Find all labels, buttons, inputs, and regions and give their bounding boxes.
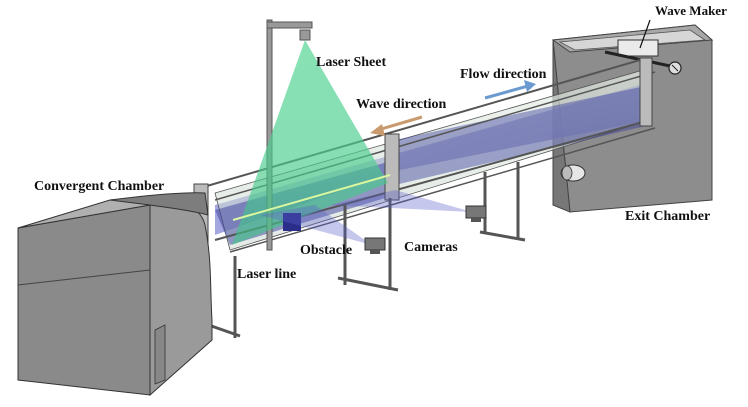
label-flow-direction: Flow direction bbox=[460, 67, 547, 82]
label-wave-direction: Wave direction bbox=[356, 97, 447, 112]
wave-direction-arrow bbox=[370, 115, 423, 136]
wave-maker bbox=[604, 19, 682, 75]
label-wave-maker: Wave Maker bbox=[655, 3, 727, 18]
laser-line bbox=[232, 174, 391, 221]
label-exit-chamber: Exit Chamber bbox=[625, 209, 711, 224]
laser-sheet bbox=[232, 40, 388, 245]
flow-direction-arrow bbox=[484, 80, 536, 100]
label-convergent-chamber: Convergent Chamber bbox=[34, 179, 165, 194]
camera-beam-2 bbox=[330, 190, 472, 212]
camera-beam-1 bbox=[260, 205, 372, 245]
convergent-chamber bbox=[17, 192, 213, 397]
label-laser-line: Laser line bbox=[237, 267, 297, 282]
label-obstacle: Obstacle bbox=[300, 243, 353, 258]
camera-icon-1 bbox=[364, 237, 386, 254]
camera-icon-2 bbox=[465, 205, 487, 222]
label-laser-sheet: Laser Sheet bbox=[316, 55, 387, 70]
label-cameras: Cameras bbox=[404, 240, 458, 255]
obstacle bbox=[283, 213, 301, 231]
